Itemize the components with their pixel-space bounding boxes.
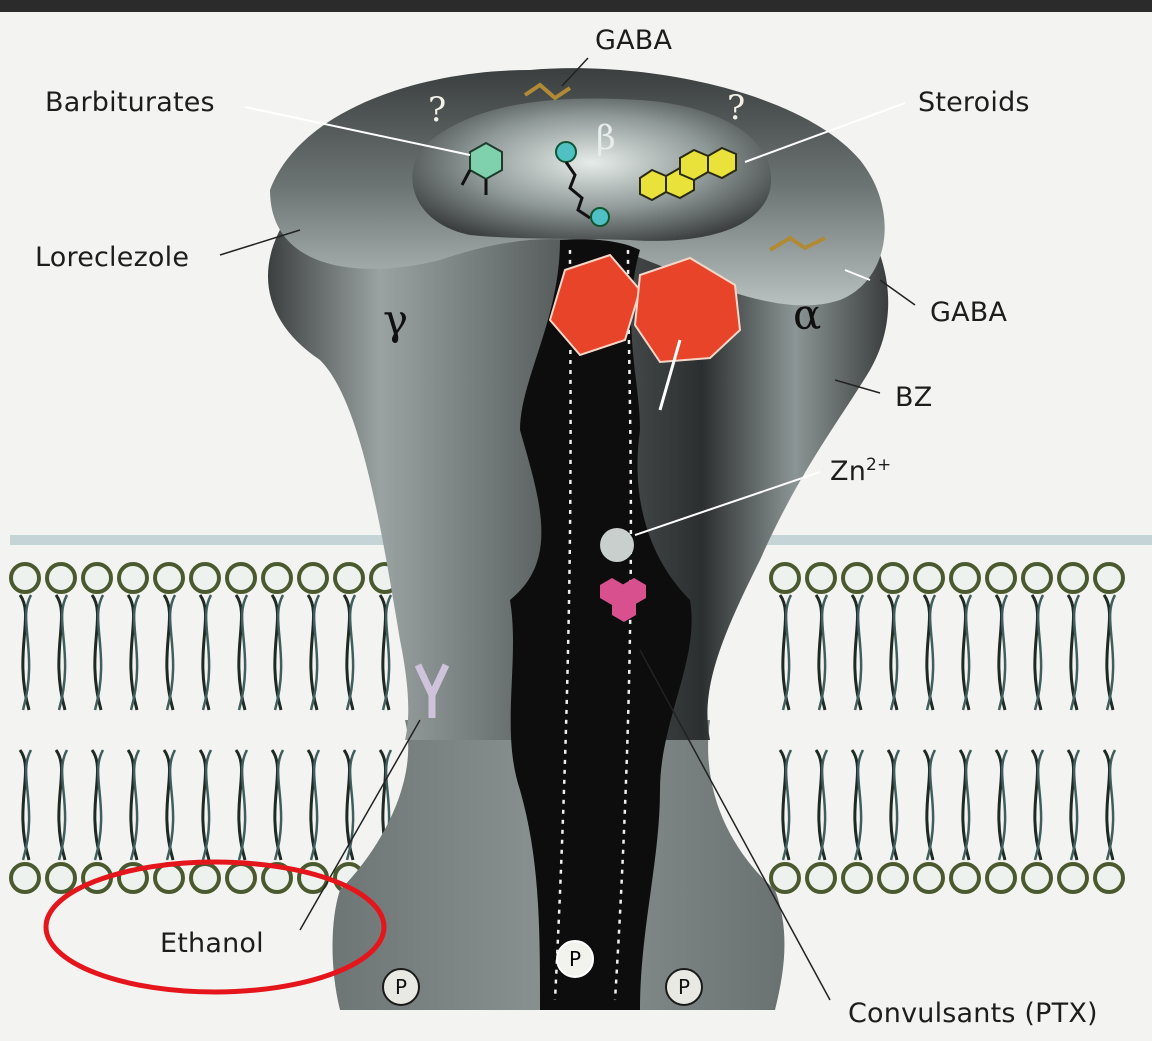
lipid-head [915,864,943,892]
lipid-head [771,564,799,592]
lipid-head [335,564,363,592]
lipid-head [1059,564,1087,592]
lipid-head [1023,564,1051,592]
lipid-head [11,564,39,592]
label-gaba-top: GABA [595,25,672,56]
lipid-head [299,564,327,592]
lipid-head [771,864,799,892]
subunit-alpha: α [793,290,821,339]
lipid-head [47,564,75,592]
lipid-head [1023,864,1051,892]
lipid-head [11,864,39,892]
lipid-head [807,564,835,592]
label-zn-charge: 2+ [866,455,891,475]
lipid-head [951,564,979,592]
zinc-ion [600,528,634,562]
lipid-head [83,564,111,592]
lipid-head [843,864,871,892]
lipid-head [227,564,255,592]
lipid-head [843,564,871,592]
unknown-site-left: ? [428,90,446,130]
subunit-gamma: γ [383,295,408,344]
lipid-head [879,564,907,592]
lipid-head [155,864,183,892]
label-ethanol: Ethanol [160,928,264,959]
phospho-site-center: P [556,940,594,978]
subunit-beta: β [596,118,616,158]
label-bz: BZ [895,382,932,413]
lipid-head [119,564,147,592]
lipid-head [807,864,835,892]
label-convulsants: Convulsants (PTX) [848,998,1098,1029]
lipid-head [951,864,979,892]
lipid-head [1095,864,1123,892]
lipid-head [915,564,943,592]
unknown-site-right: ? [727,88,745,128]
lipid-head [155,564,183,592]
lipid-head [191,564,219,592]
label-steroids: Steroids [918,87,1030,118]
lipid-head [263,564,291,592]
label-loreclezole: Loreclezole [35,242,189,273]
phospho-site-left: P [382,968,420,1006]
lipid-head [191,864,219,892]
label-barbiturates: Barbiturates [45,87,215,118]
label-gaba-right: GABA [930,297,1007,328]
lipid-head [987,564,1015,592]
lipid-head [227,864,255,892]
label-zn-base: Zn [830,456,866,487]
phospho-site-right: P [665,968,703,1006]
lipid-head [879,864,907,892]
lipid-head [987,864,1015,892]
lipid-head [1095,564,1123,592]
lipid-head [47,864,75,892]
label-zn: Zn2+ [830,455,891,487]
lipid-head [1059,864,1087,892]
